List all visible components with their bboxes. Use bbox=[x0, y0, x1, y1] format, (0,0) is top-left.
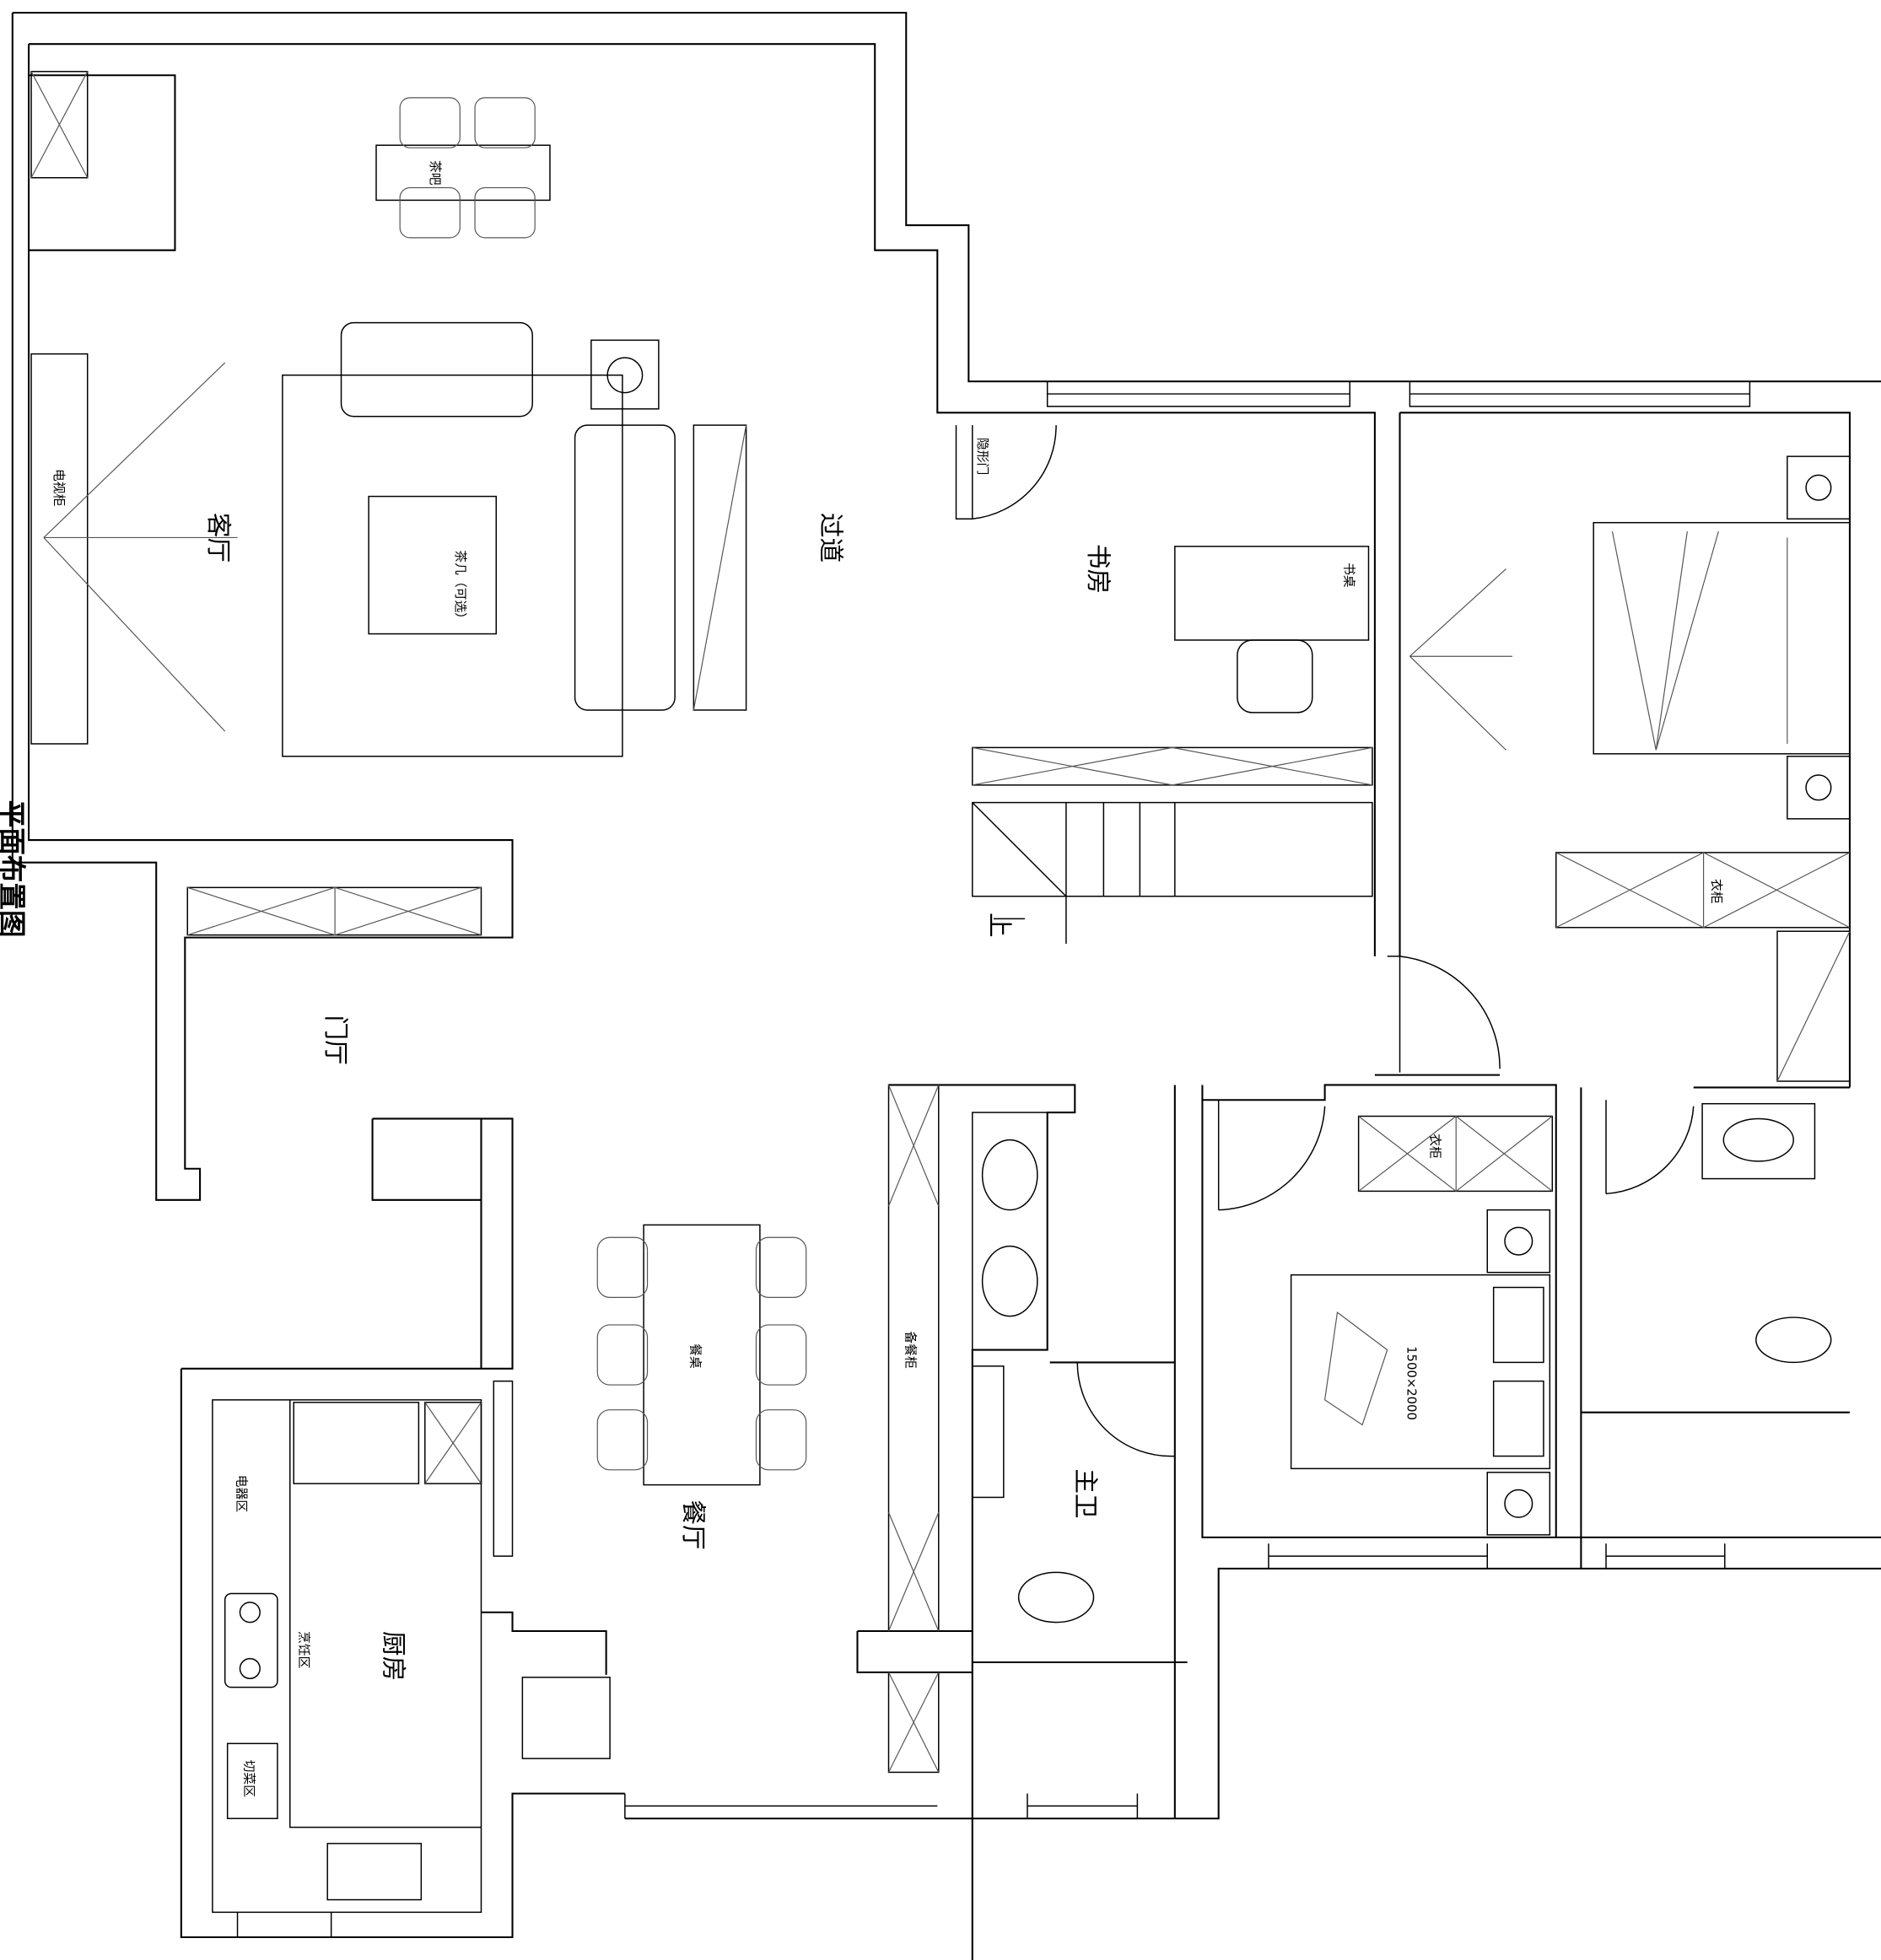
label-tea-bar: 茶吧 bbox=[428, 160, 442, 186]
toilet-1 bbox=[1017, 1571, 1095, 1623]
label-dining-room: 餐厅 bbox=[679, 1500, 709, 1549]
rug bbox=[282, 374, 623, 757]
dining-chairs bbox=[596, 1236, 807, 1471]
kitchen-counter bbox=[212, 1399, 482, 1914]
coffee-table bbox=[368, 495, 497, 635]
storage-cabinet bbox=[693, 424, 747, 711]
label-bed-size: 1500×2000 bbox=[1404, 1346, 1418, 1420]
fridge bbox=[521, 1677, 611, 1759]
desk-chair bbox=[1237, 639, 1313, 713]
stairs bbox=[972, 801, 1373, 945]
loveseat bbox=[340, 321, 533, 417]
bed bbox=[1593, 521, 1851, 755]
toilet-2 bbox=[1755, 1317, 1832, 1364]
tea-bar-table bbox=[375, 144, 551, 202]
label-corridor: 过道 bbox=[817, 513, 846, 563]
label-foyer: 门厅 bbox=[321, 1015, 351, 1064]
label-desk: 书桌 bbox=[1341, 563, 1356, 588]
label-hidden-door: 隐形门 bbox=[975, 438, 989, 475]
label-cutting-zone: 切菜区 bbox=[241, 1760, 256, 1798]
label-living-room: 客厅 bbox=[204, 513, 234, 563]
dining-table bbox=[643, 1224, 761, 1486]
walls bbox=[11, 12, 1881, 1960]
label-sideboard: 备餐柜 bbox=[903, 1331, 917, 1369]
wardrobe-2 bbox=[1357, 1115, 1554, 1193]
stove bbox=[224, 1592, 278, 1688]
tea-bar-chairs bbox=[399, 97, 536, 239]
label-coffee-table: 茶几（可选） bbox=[453, 550, 467, 625]
label-cooking-zone: 烹饪区 bbox=[297, 1631, 312, 1669]
study-cabinet bbox=[972, 746, 1373, 786]
desk bbox=[1174, 546, 1370, 641]
wardrobe-1 bbox=[1555, 852, 1851, 929]
sink bbox=[326, 1843, 423, 1901]
sideboard bbox=[887, 1084, 940, 1632]
furniture-labels: 电视柜 茶几（可选） 茶吧 隐形门 书桌 餐桌 备餐柜 电器区 烹饪区 切菜区 … bbox=[51, 160, 1723, 1797]
plan-title: 平面布置图 bbox=[0, 800, 28, 938]
label-stairs-up: 上 bbox=[985, 913, 1015, 938]
windows bbox=[236, 381, 1751, 1938]
master-bed bbox=[1290, 1273, 1551, 1470]
label-wardrobe-1: 衣柜 bbox=[1709, 879, 1723, 904]
label-dining-table: 餐桌 bbox=[687, 1343, 702, 1369]
label-wardrobe-2: 衣柜 bbox=[1428, 1133, 1442, 1159]
label-study: 书房 bbox=[1084, 544, 1113, 594]
label-kitchen: 厨房 bbox=[379, 1631, 408, 1681]
label-appliance-zone: 电器区 bbox=[234, 1475, 249, 1513]
tv-cabinet bbox=[30, 353, 89, 745]
label-master-bath: 主卫 bbox=[1071, 1468, 1101, 1518]
room-labels: 客厅 过道 书房 门厅 餐厅 厨房 主卫 bbox=[204, 513, 1113, 1681]
label-tv-cabinet: 电视柜 bbox=[51, 469, 66, 507]
sofa bbox=[574, 424, 676, 711]
